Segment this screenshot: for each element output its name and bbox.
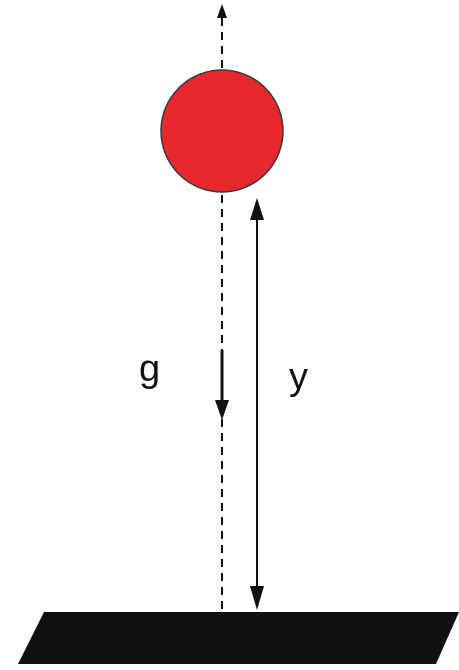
ground bbox=[18, 612, 459, 664]
trajectory-up-arrow-icon bbox=[217, 4, 227, 18]
height-arrow-top-head bbox=[250, 198, 264, 220]
double-arrow-vertical-icon bbox=[250, 198, 264, 610]
ball bbox=[160, 69, 284, 193]
height-label: y bbox=[289, 356, 308, 398]
height-arrow-bottom-head bbox=[250, 586, 264, 610]
trajectory-dashed-line bbox=[217, 4, 227, 612]
gravity-label: g bbox=[139, 348, 161, 390]
arrow-down-icon bbox=[215, 350, 229, 420]
gravity-arrow-head bbox=[215, 400, 229, 420]
